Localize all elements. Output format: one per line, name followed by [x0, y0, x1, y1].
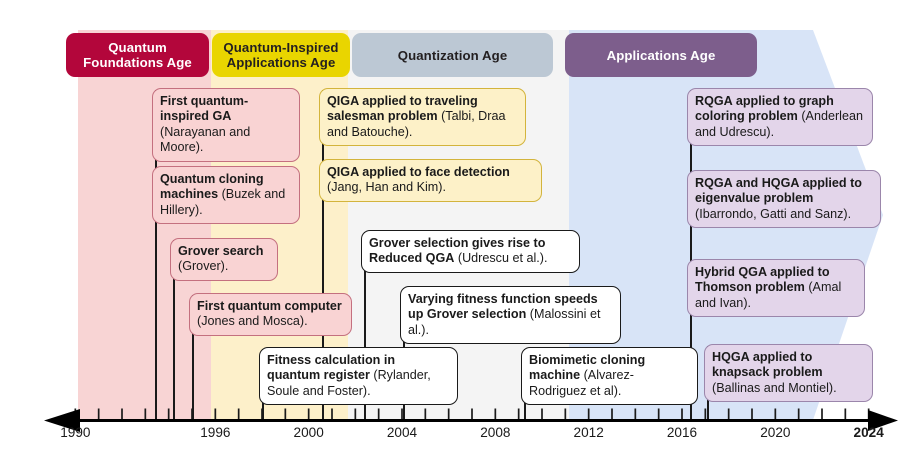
event-attribution: (Ibarrondo, Gatti and Sanz). [695, 206, 852, 221]
event-attribution: (Anderlean and Udrescu). [695, 109, 863, 139]
event-box-hqga-knapsack[interactable]: HQGA applied to knapsack problem (Ballin… [704, 344, 873, 403]
year-label-2000: 2000 [293, 425, 324, 440]
year-label-2016: 2016 [666, 425, 698, 440]
connector-line [173, 240, 175, 419]
era-header-applications-label: Applications Age [606, 47, 716, 63]
event-attribution: (Grover). [178, 259, 229, 274]
year-label-2020: 2020 [760, 425, 791, 440]
event-title: Quantum cloning machines [160, 172, 264, 202]
event-attribution: (Rylander, Soule and Foster). [267, 368, 431, 398]
year-label-2008: 2008 [480, 425, 511, 440]
event-title: Grover search [178, 244, 264, 258]
era-header-inspired: Quantum-Inspired Applications Age [212, 33, 350, 77]
year-label-1990: 1990 [60, 425, 91, 440]
era-header-inspired-line2: Applications Age [226, 55, 336, 70]
event-box-qiga-traveling-salesman[interactable]: QIGA applied to traveling salesman probl… [319, 88, 526, 147]
event-attribution: (Narayanan and Moore). [160, 124, 251, 155]
event-box-grover-search[interactable]: Grover search (Grover). [170, 238, 278, 281]
event-title: Biomimetic cloning machine [529, 353, 646, 383]
event-attribution: (Malossini et al.). [408, 307, 601, 337]
event-box-grover-selection-reduced-qga[interactable]: Grover selection gives rise to Reduced Q… [361, 230, 580, 273]
event-box-rqga-graph-coloring[interactable]: RQGA applied to graph coloring problem (… [687, 88, 873, 147]
event-box-quantum-cloning-machines[interactable]: Quantum cloning machines (Buzek and Hill… [152, 166, 300, 225]
event-title: Varying fitness function speeds up Grove… [408, 292, 598, 322]
era-header-quantization-label: Quantization Age [397, 47, 508, 63]
era-header-inspired-line1: Quantum-Inspired [223, 40, 339, 55]
year-label-2004: 2004 [386, 425, 418, 440]
year-axis [44, 408, 898, 432]
era-header-foundations-line2: Foundations Age [83, 55, 192, 70]
era-header-applications: Applications Age [565, 33, 757, 77]
year-label-2024: 2024 [853, 425, 884, 440]
event-title: RQGA and HQGA applied to eigenvalue prob… [695, 176, 862, 206]
event-attribution: (Buzek and Hillery). [160, 187, 286, 217]
event-title: QIGA applied to face detection [327, 165, 510, 179]
event-title: Hybrid QGA applied to Thomson problem [695, 265, 830, 295]
event-attribution: (Jang, Han and Kim). [327, 180, 446, 195]
event-box-first-quantum-inspired-ga[interactable]: First quantum-inspired GA (Narayanan and… [152, 88, 300, 162]
event-box-fitness-calculation-quantum-register[interactable]: Fitness calculation in quantum register … [259, 347, 458, 406]
year-label-1996: 1996 [200, 425, 231, 440]
event-title: First quantum-inspired GA [160, 94, 249, 124]
era-header-foundations-line1: Quantum [108, 40, 167, 55]
event-attribution: (Alvarez-Rodriguez et al). [529, 368, 634, 398]
event-box-biomimetic-cloning-machine[interactable]: Biomimetic cloning machine (Alvarez-Rodr… [521, 347, 698, 406]
connector-line [155, 168, 157, 419]
connector-line [690, 261, 692, 419]
event-attribution: (Talbi, Draa and Batouche). [327, 109, 506, 139]
event-attribution: (Ballinas and Montiel). [712, 380, 837, 395]
event-title: Grover selection gives rise to Reduced Q… [369, 236, 546, 266]
connector-line [322, 161, 324, 419]
event-attribution: (Amal and Ivan). [695, 280, 842, 310]
event-title: QIGA applied to traveling salesman probl… [327, 94, 478, 124]
event-title: Fitness calculation in quantum register [267, 353, 396, 383]
era-header-quantization: Quantization Age [352, 33, 553, 77]
year-label-2012: 2012 [573, 425, 604, 440]
era-header-foundations: Quantum Foundations Age [66, 33, 209, 77]
connector-line [192, 295, 194, 419]
event-box-hybrid-qga-thomson[interactable]: Hybrid QGA applied to Thomson problem (A… [687, 259, 865, 318]
event-attribution: (Udrescu et al.). [457, 251, 548, 266]
connector-line [364, 232, 366, 419]
event-title: RQGA applied to graph coloring problem [695, 94, 834, 124]
event-box-qiga-face-detection[interactable]: QIGA applied to face detection (Jang, Ha… [319, 159, 542, 202]
event-title: HQGA applied to knapsack problem [712, 350, 823, 380]
event-box-first-quantum-computer[interactable]: First quantum computer (Jones and Mosca)… [189, 293, 352, 336]
event-box-varying-fitness-function[interactable]: Varying fitness function speeds up Grove… [400, 286, 621, 345]
event-box-rqga-hqga-eigenvalue[interactable]: RQGA and HQGA applied to eigenvalue prob… [687, 170, 881, 229]
event-attribution: (Jones and Mosca). [197, 314, 308, 329]
event-title: First quantum computer [197, 299, 342, 313]
